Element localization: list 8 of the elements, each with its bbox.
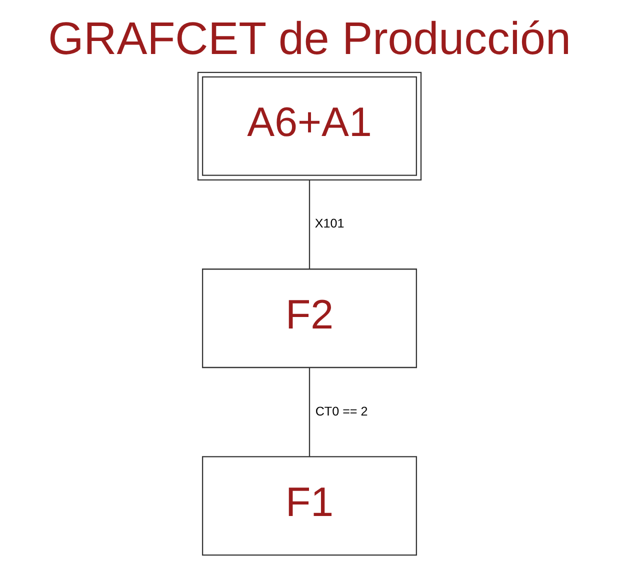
edge-label: X101 [314,216,344,231]
connector [308,368,310,456]
node-box: F1 [201,456,417,556]
node-box: A6+A1 [196,72,422,180]
connector [308,180,310,270]
node-box: F2 [201,268,417,368]
diagram-title: GRAFCET de Producción [48,13,570,64]
edge-label: CT0 == 2 [314,404,368,418]
